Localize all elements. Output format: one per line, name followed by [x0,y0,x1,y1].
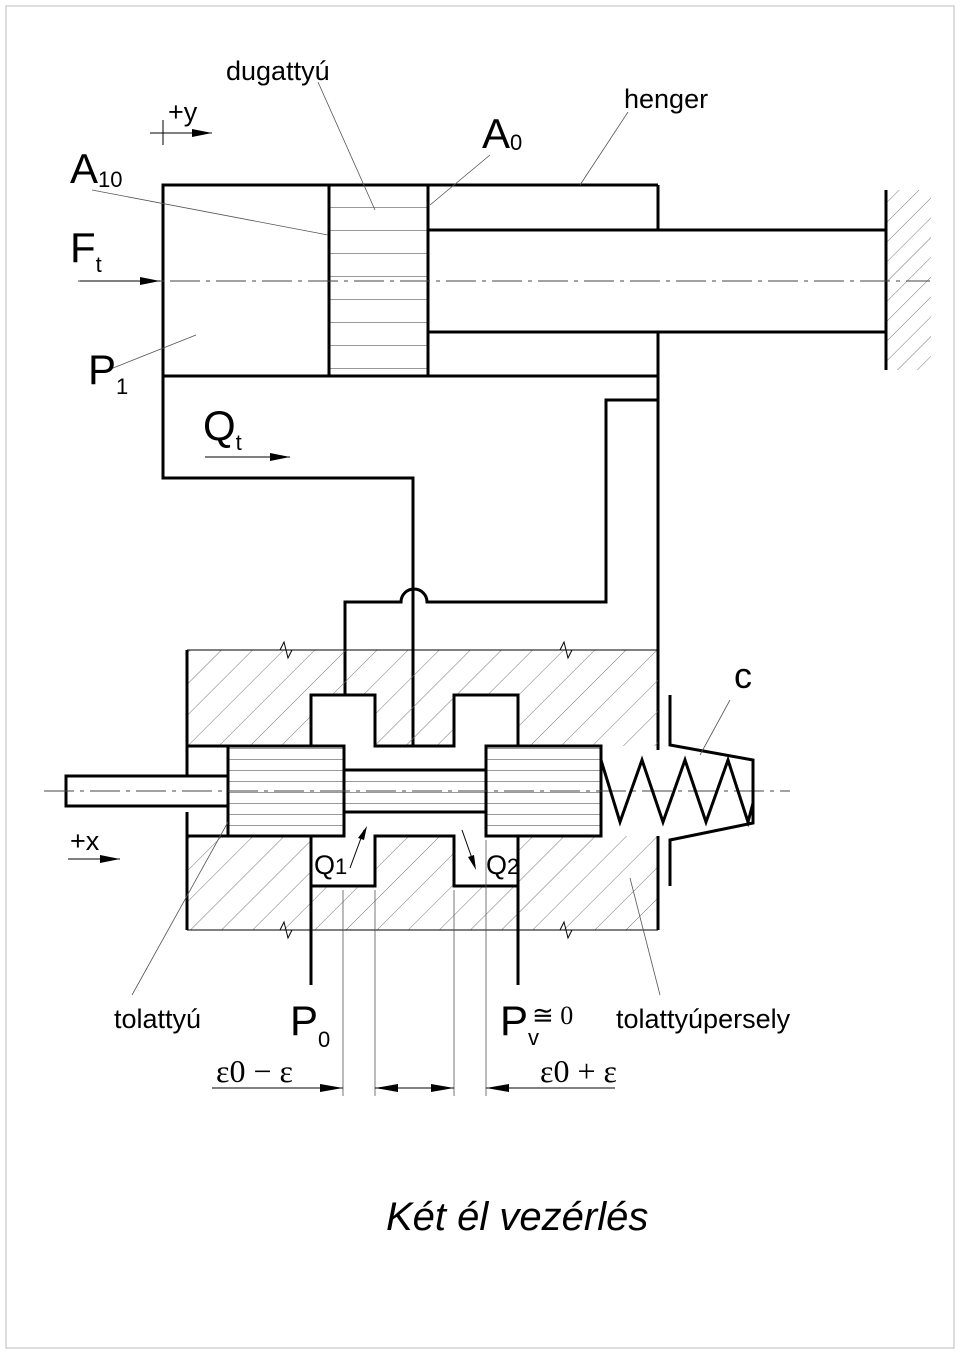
label-piston: dugattyú [226,56,330,86]
label-sleeve: tolattyúpersely [616,1004,791,1034]
label-q2: Q2 [486,850,519,880]
label-qt: Qt [203,402,242,455]
page-border [5,5,955,1349]
valve-sleeve-upper [187,650,658,747]
label-a0: A0 [482,110,522,157]
piston-rod [428,228,885,334]
label-p1: P1 [88,346,128,399]
label-q1: Q1 [314,850,347,880]
label-ft: Ft [70,224,102,277]
label-plus-y: +y [168,97,198,127]
valve-sleeve-lower [187,836,658,930]
fixed-wall [886,190,931,370]
label-a10: A10 [70,145,123,192]
label-plus-x: +x [70,826,100,856]
label-pv: Pv [500,997,539,1050]
leader-lines [68,81,731,1096]
label-eps-plus: ε0 + ε [540,1053,617,1089]
label-eps-minus: ε0 − ε [216,1053,293,1089]
label-cylinder: henger [624,84,708,114]
hydraulic-cylinder [78,183,931,400]
spring [599,755,755,828]
spool-valve [44,640,790,985]
diagram-labels: dugattyú +y A10 A0 henger Ft P1 Qt c +x … [70,56,791,1239]
label-spring-c: c [734,655,752,696]
label-p0: P0 [290,997,330,1052]
label-spool: tolattyú [114,1004,201,1034]
label-pv-approx: ≅ 0 [532,1001,573,1030]
caption: Két él vezérlés [386,1195,648,1239]
